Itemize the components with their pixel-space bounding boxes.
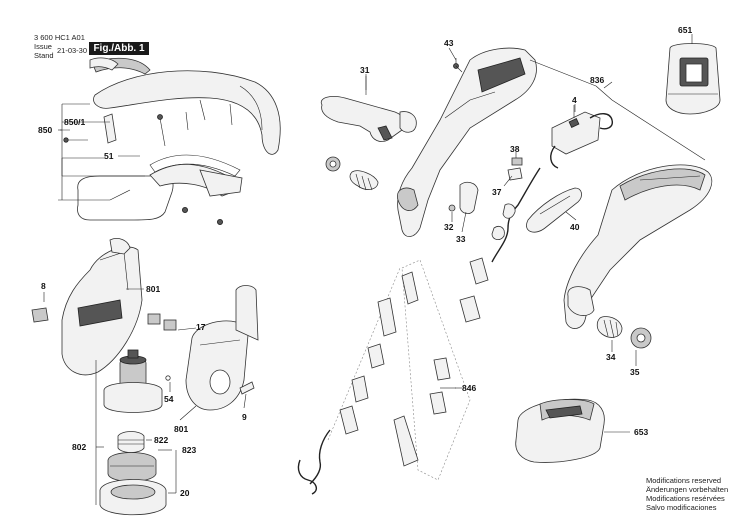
main-handle-housing — [397, 47, 537, 237]
label-823: 823 — [182, 445, 196, 455]
label-40: 40 — [570, 222, 580, 232]
label-836: 836 — [590, 75, 604, 85]
guard-hood — [89, 57, 281, 155]
label-54: 54 — [164, 394, 174, 404]
issue-label: Issue — [34, 42, 52, 51]
small-spring-38 — [511, 157, 523, 166]
label-34: 34 — [606, 352, 616, 362]
modification-notes: Modifications reserved Änderungen vorbeh… — [646, 476, 728, 512]
document-number: 3 600 HC1 A01 — [34, 33, 85, 42]
battery-pack — [665, 43, 721, 115]
motor — [103, 349, 163, 413]
nut-35 — [630, 327, 652, 349]
label-801-bottom: 801 — [174, 424, 188, 434]
label-801-top: 801 — [146, 284, 160, 294]
spool-cover-20 — [99, 479, 167, 516]
label-653: 653 — [634, 427, 648, 437]
spool-823 — [107, 452, 157, 482]
label-822: 822 — [154, 435, 168, 445]
label-37: 37 — [492, 187, 502, 197]
note-line: Modifications resérvées — [646, 494, 725, 503]
telescopic-shaft — [297, 257, 489, 495]
label-8: 8 — [41, 281, 46, 291]
leader-lines — [58, 47, 630, 494]
label-9: 9 — [242, 412, 247, 422]
plant-guard-wire — [77, 154, 243, 221]
auxiliary-handle — [320, 96, 417, 142]
issue-date: 21-03-30 — [57, 46, 88, 55]
figure-label: Fig./Abb. 1 — [89, 42, 149, 55]
label-32: 32 — [444, 222, 454, 232]
spring-34 — [596, 316, 623, 339]
label-850-1: 850/1 — [64, 117, 86, 127]
small-clip-9 — [239, 381, 255, 395]
label-4: 4 — [572, 95, 577, 105]
lock-button — [459, 181, 479, 214]
label-802: 802 — [72, 442, 86, 452]
clip-17 — [147, 313, 177, 331]
label-846: 846 — [462, 383, 476, 393]
note-line: Salvo modificaciones — [646, 503, 717, 512]
stand-label: Stand — [34, 51, 54, 60]
rear-handle-housing — [563, 164, 713, 329]
label-31: 31 — [360, 65, 370, 75]
label-850: 850 — [38, 125, 52, 135]
label-20: 20 — [180, 488, 190, 498]
handle-cover-40 — [526, 187, 582, 233]
spring-822 — [117, 431, 145, 453]
note-line: Modifications reserved — [646, 476, 722, 485]
label-17: 17 — [196, 322, 206, 332]
label-35: 35 — [630, 367, 640, 377]
battery-charger — [515, 398, 605, 463]
label-43: 43 — [444, 38, 454, 48]
label-651: 651 — [678, 25, 692, 35]
switch-module — [550, 111, 614, 169]
label-51: 51 — [104, 151, 114, 161]
label-33: 33 — [456, 234, 466, 244]
label-8 — [31, 307, 49, 323]
motor-housing-right — [185, 285, 259, 411]
guard-clip — [103, 113, 117, 144]
label-38: 38 — [510, 144, 520, 154]
note-line: Änderungen vorbehalten — [646, 485, 729, 494]
motor-housing-left — [61, 238, 143, 376]
nut-and-spring-upper — [325, 156, 379, 191]
